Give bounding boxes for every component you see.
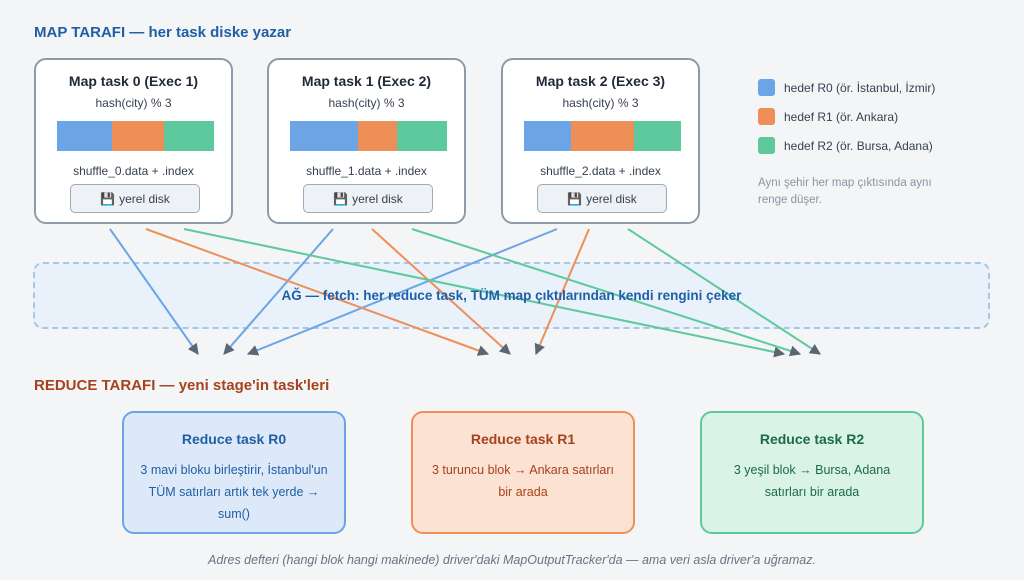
partition-segment-r2 [163,121,214,151]
local-disk-label: yerel disk [586,191,637,206]
reduce-task-desc: 3 yeşil blok → Bursa, Adana satırları bi… [733,463,891,499]
map-task-title: Map task 2 (Exec 3) [535,73,666,89]
legend-label: hedef R2 (ör. Bursa, Adana) [784,138,933,153]
legend-label: hedef R1 (ör. Ankara) [784,109,899,124]
partition-segment-r2 [396,121,447,151]
network-label: AĞ — fetch: her reduce task, TÜM map çık… [281,288,742,303]
floppy-disk-icon: 💾 [100,191,116,206]
shuffle-file-label: shuffle_2.data + .index [540,164,661,178]
partition-segment-r2 [633,121,681,151]
partition-bar [290,121,447,151]
shuffle-file-label: shuffle_1.data + .index [306,164,427,178]
map-task-title: Map task 1 (Exec 2) [301,73,432,89]
map-task-card-1: Map task 1 (Exec 2) hash(city) % 3 shuff… [267,58,466,224]
arrow-map1-r0 [223,228,334,355]
legend-note: Aynı şehir her map çıktısında aynı renge… [758,177,932,206]
legend-swatch [758,108,775,125]
partition-bar [57,121,214,151]
arrow-map0-r1 [145,228,490,356]
map-task-card-2: Map task 2 (Exec 3) hash(city) % 3 shuff… [501,58,700,224]
map-task-hash: hash(city) % 3 [562,96,639,110]
reduce-task-card-r0: Reduce task R0 3 mavi bloku birleştirir,… [122,411,346,534]
local-disk-badge: 💾 yerel disk [303,184,433,213]
floppy-disk-icon: 💾 [567,191,583,206]
arrow-map1-r2 [411,228,802,357]
legend-swatch [758,137,775,154]
map-task-title: Map task 0 (Exec 1) [68,73,199,89]
reduce-task-title: Reduce task R1 [470,431,576,447]
legend-item-r1: hedef R1 (ör. Ankara) [758,108,898,125]
partition-segment-r0 [290,121,358,151]
arrow-map2-r1 [534,228,590,356]
reduce-task-desc: 3 mavi bloku birleştirir, İstanbul'un TÜ… [140,463,328,521]
map-section-title: MAP TARAFI — her task diske yazar [34,24,292,41]
arrow-map2-r2 [627,228,821,355]
local-disk-badge: 💾 yerel disk [537,184,667,213]
legend-item-r2: hedef R2 (ör. Bursa, Adana) [758,137,933,154]
reduce-task-card-r2: Reduce task R2 3 yeşil blok → Bursa, Ada… [700,411,924,534]
map-task-card-0: Map task 0 (Exec 1) hash(city) % 3 shuff… [34,58,233,224]
arrow-map0-r0 [109,228,199,355]
partition-segment-r1 [111,121,164,151]
partition-segment-r0 [524,121,572,151]
footer-note: Adres defteri (hangi blok hangi makinede… [208,553,816,567]
legend-item-r0: hedef R0 (ör. İstanbul, İzmir) [758,79,935,96]
reduce-task-title: Reduce task R0 [181,431,287,447]
partition-bar [524,121,681,151]
arrow-map1-r1 [371,228,511,355]
floppy-disk-icon: 💾 [333,191,349,206]
network-band [33,262,990,329]
shuffle-file-label: shuffle_0.data + .index [73,164,194,178]
partition-segment-r1 [571,121,634,151]
reduce-task-title: Reduce task R2 [759,431,865,447]
local-disk-label: yerel disk [119,191,170,206]
local-disk-badge: 💾 yerel disk [70,184,200,213]
reduce-section-title: REDUCE TARAFI — yeni stage'in task'leri [34,377,330,394]
legend-swatch [758,79,775,96]
partition-segment-r0 [57,121,112,151]
arrow-map2-r0 [246,228,558,356]
reduce-task-desc: 3 turuncu blok → Ankara satırları bir ar… [431,463,615,499]
legend-label: hedef R0 (ör. İstanbul, İzmir) [784,80,936,95]
local-disk-label: yerel disk [352,191,403,206]
reduce-task-card-r1: Reduce task R1 3 turuncu blok → Ankara s… [411,411,635,534]
map-task-hash: hash(city) % 3 [95,96,172,110]
partition-segment-r1 [357,121,397,151]
arrow-map0-r2 [183,228,786,358]
map-task-hash: hash(city) % 3 [328,96,405,110]
